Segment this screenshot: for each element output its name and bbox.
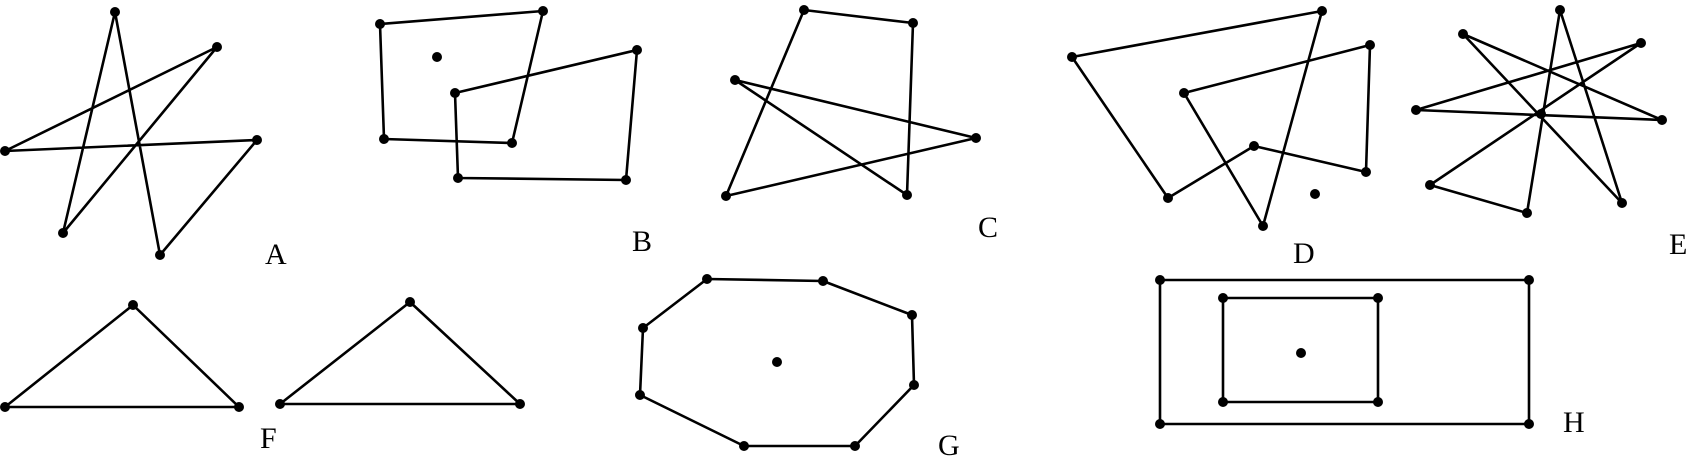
figure-g-vertex [739,441,749,451]
figure-f-vertex [275,399,285,409]
figure-c-closed-polyline [724,8,978,198]
figure-b-vertex [450,88,460,98]
figure-e-center-point [1536,109,1546,119]
figure-h: H [1155,275,1585,439]
figure-h-vertex [1218,293,1228,303]
figure-f-vertex [0,402,10,412]
figure-e-vertex [1411,105,1421,115]
figure-f-vertex [128,300,138,310]
figure-e-vertex [1617,198,1627,208]
figure-a-vertex [58,228,68,238]
figure-g-vertex [818,276,828,286]
figure-g-label: G [938,429,960,457]
figure-h-inner-rectangle [1221,296,1380,404]
figure-g-vertex [907,310,917,320]
figure-h-vertex [1373,397,1383,407]
figure-a-vertex [252,135,262,145]
figure-b-vertex [632,45,642,55]
figure-f-vertex [405,297,415,307]
figure-d-vertex [1258,221,1268,231]
figure-a-vertex [110,7,120,17]
figure-h-center-point [1296,348,1306,358]
figure-e-vertex [1458,29,1468,39]
figure-a-vertex [212,42,222,52]
figure-g-vertex [909,380,919,390]
figure-g-vertex [638,323,648,333]
figure-h-outer-rectangle [1158,278,1531,426]
figure-f: F [0,297,525,455]
figure-c-vertex [721,191,731,201]
figure-h-vertex [1524,419,1534,429]
figure-c-vertex [902,190,912,200]
figure-a-vertex [155,250,165,260]
figure-c-vertex [799,5,809,15]
figure-b: B [375,6,652,258]
figure-e: E [1411,5,1687,261]
figure-f-triangle-right [278,300,522,406]
figure-g-vertex [635,390,645,400]
figure-b-vertex [538,6,548,16]
figure-g-center-point [772,357,782,367]
figure-b-vertex [375,19,385,29]
figure-e-label: E [1669,228,1687,261]
figure-a: A [0,7,287,271]
figure-g: G [635,274,960,457]
figure-d-vertex [1067,52,1077,62]
figure-a-vertex [0,146,10,156]
figure-d-vertex [1365,40,1375,50]
figure-h-vertex [1218,397,1228,407]
figure-f-vertex [515,399,525,409]
figure-b-label: B [632,225,652,258]
figure-c-vertex [908,18,918,28]
figure-h-vertex [1155,275,1165,285]
figure-d-center-point [1310,189,1320,199]
figure-c-vertex [730,75,740,85]
figure-d-label: D [1293,237,1315,270]
figure-b-vertex [453,173,463,183]
figure-b-vertex [507,138,517,148]
figure-e-vertex [1425,180,1435,190]
figure-b-vertex [379,134,389,144]
figure-e-vertex [1636,38,1646,48]
figure-f-label: F [260,422,277,455]
figure-c: C [721,5,998,244]
figure-d-closed-polyline [1070,9,1372,228]
figure-g-vertex [702,274,712,284]
figure-d-vertex [1317,6,1327,16]
figure-e-vertex [1555,5,1565,15]
figure-b-vertex [621,175,631,185]
figure-d-vertex [1361,167,1371,177]
figure-a-label: A [265,238,287,271]
figure-c-vertex [971,133,981,143]
figure-d: D [1067,6,1375,270]
figure-c-label: C [978,211,998,244]
figure-f-vertex [234,402,244,412]
figure-e-vertex [1522,208,1532,218]
figure-h-vertex [1524,275,1534,285]
figure-f-triangle-left [3,303,241,409]
figure-h-vertex [1373,293,1383,303]
figure-d-vertex [1179,88,1189,98]
figure-g-vertex [850,441,860,451]
figure-d-vertex [1163,193,1173,203]
figure-d-vertex [1249,141,1259,151]
figure-h-vertex [1155,419,1165,429]
figure-b-center-point [432,52,442,62]
figure-b-closed-polyline-2 [453,48,639,182]
figure-e-vertex [1657,115,1667,125]
figure-h-label: H [1563,406,1585,439]
